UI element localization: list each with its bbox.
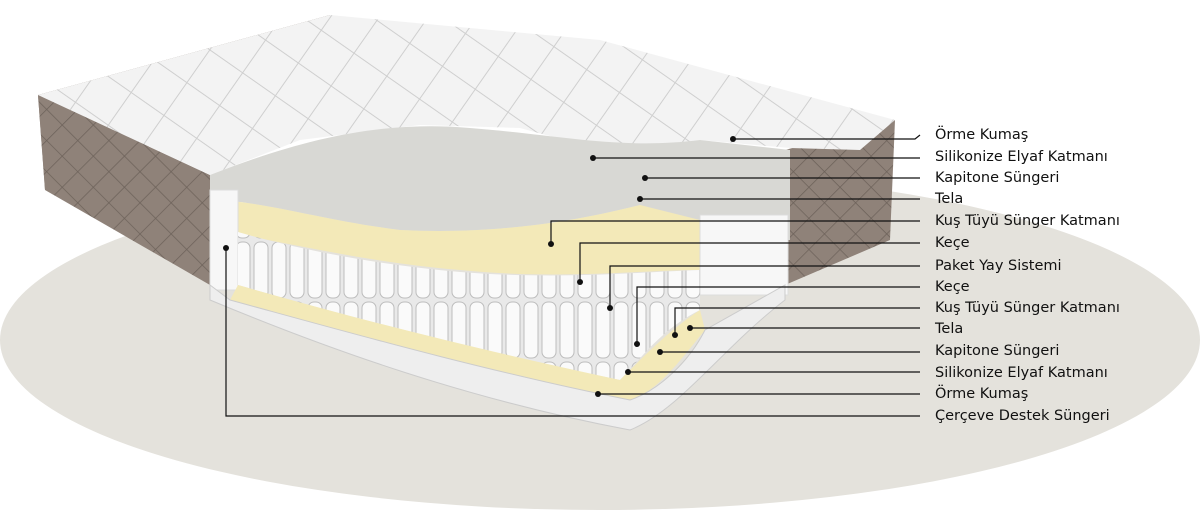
layer-label: Silikonize Elyaf Katmanı (935, 149, 1108, 165)
layer-label: Keçe (935, 235, 970, 251)
comfort-foam-top (210, 200, 700, 275)
leader-lines (225, 134, 921, 417)
mattress-top (38, 15, 895, 175)
layer-label: Kuş Tüyü Sünger Katmanı (935, 213, 1120, 229)
top-layer-cut (210, 126, 790, 240)
frame-foam-right (699, 214, 789, 296)
comfort-foam-bottom (230, 285, 705, 400)
layer-label: Çerçeve Destek Süngeri (935, 408, 1110, 424)
layer-label: Tela (935, 321, 964, 337)
layer-label: Paket Yay Sistemi (935, 258, 1062, 274)
layer-label: Örme Kumaş (935, 127, 1029, 143)
mattress-bottom (209, 284, 786, 431)
leader-dots (223, 136, 736, 397)
layer-label: Tela (935, 191, 964, 207)
layer-label: Keçe (935, 279, 970, 295)
layer-label: Kapitone Süngeri (935, 343, 1060, 359)
layer-label: Kuş Tüyü Sünger Katmanı (935, 300, 1120, 316)
mattress-side-right (785, 120, 895, 285)
frame-foam-left (209, 189, 239, 291)
layer-label: Silikonize Elyaf Katmanı (935, 365, 1108, 381)
layer-label: Kapitone Süngeri (935, 170, 1060, 186)
mattress-side-front-left (38, 95, 210, 285)
layer-label: Örme Kumaş (935, 386, 1029, 402)
pocket-spring-system (238, 232, 700, 380)
